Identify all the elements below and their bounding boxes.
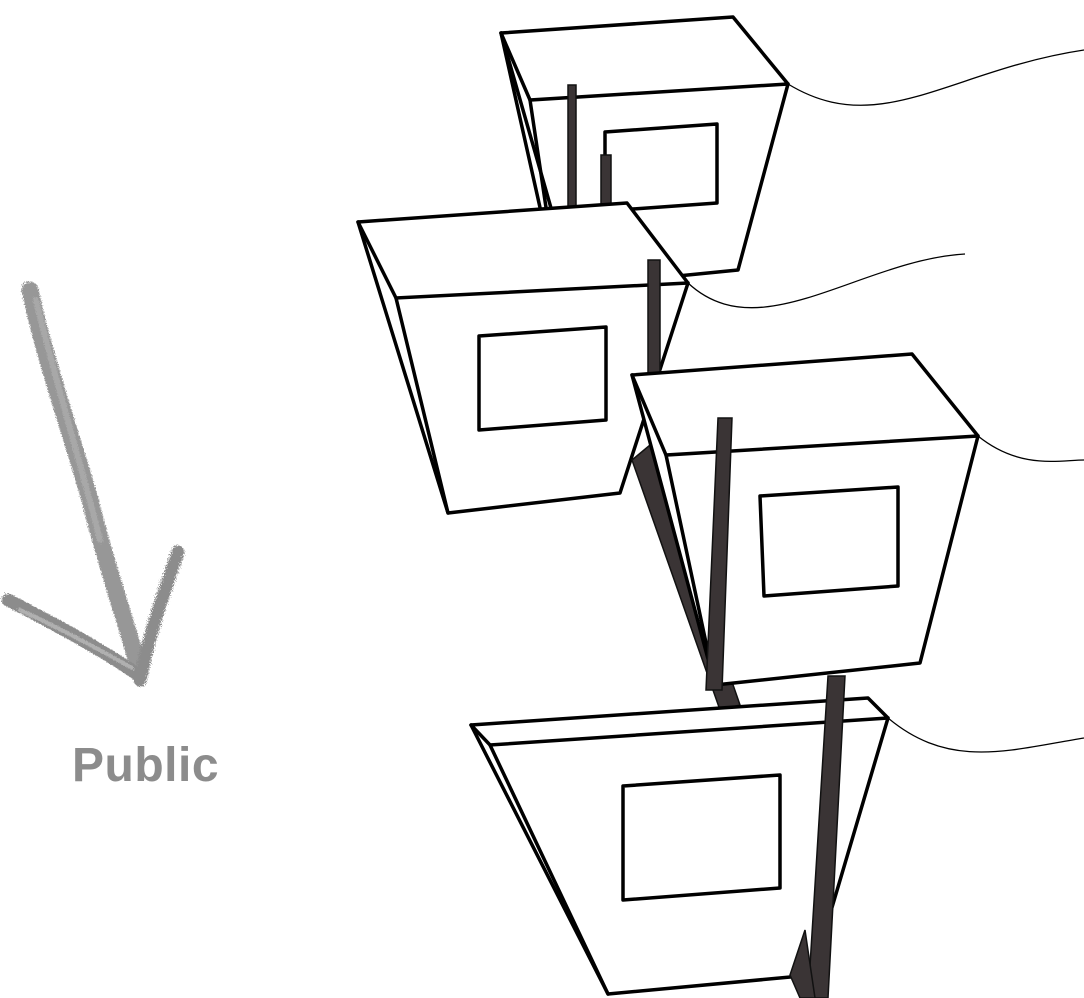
module-1-window — [603, 122, 719, 213]
module-2-window — [477, 325, 608, 432]
module-3-window — [758, 485, 900, 598]
support-pole-1 — [567, 84, 577, 211]
module-4-window — [621, 773, 782, 902]
support-pole-5 — [807, 675, 846, 998]
support-pole-2 — [600, 154, 612, 211]
module-4 — [469, 696, 1084, 996]
public-label: Public — [72, 739, 220, 792]
module-2 — [356, 201, 966, 515]
support-pole-3 — [647, 259, 661, 381]
module-4-cable — [887, 717, 1084, 753]
module-3-cable — [977, 435, 1084, 463]
arrow-down-right-icon — [1, 281, 185, 687]
module-2-cable — [687, 253, 966, 309]
support-strut-2 — [789, 929, 816, 998]
module-1-cable — [787, 49, 1084, 106]
support-pole-4 — [705, 417, 733, 691]
